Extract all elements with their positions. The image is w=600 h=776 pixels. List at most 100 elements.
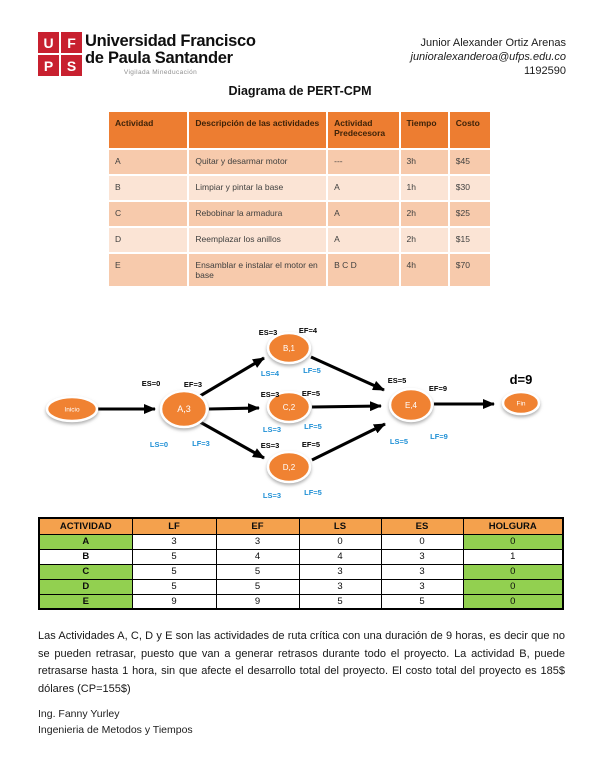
es-ef-label: ES=3 (261, 390, 280, 399)
results-table-cell: 0 (462, 578, 564, 595)
es-ef-label: ES=3 (261, 441, 280, 450)
activities-header-cell: Actividad Predecesora (328, 112, 399, 148)
results-table-cell: 3 (298, 563, 382, 580)
results-table-cell: 3 (380, 563, 464, 580)
student-email: junioralexanderoa@ufps.edu.co (410, 51, 567, 63)
logo-letter: U (38, 32, 59, 53)
node-d (266, 450, 312, 484)
activities-table-cell: $25 (449, 202, 490, 226)
ls-lf-label: LS=3 (263, 491, 281, 500)
es-ef-label: ES=5 (388, 376, 407, 385)
ls-lf-label: LF=5 (303, 366, 321, 375)
edge-arrow (311, 401, 382, 412)
university-name: Universidad Francisco de Paula Santander (85, 33, 256, 67)
results-table-cell: 4 (215, 548, 300, 565)
activities-table-cell: --- (328, 150, 399, 174)
node-label-b: B,1 (283, 344, 296, 353)
activities-table-cell: A (109, 150, 188, 174)
results-header-cell: ES (380, 517, 464, 535)
student-id: 1192590 (523, 65, 566, 77)
activities-table-cell: A (328, 228, 399, 252)
results-table-cell: 3 (215, 533, 300, 550)
node-a (159, 389, 209, 429)
results-table-cell: 0 (298, 533, 382, 550)
node-e (388, 387, 434, 423)
page-footer: Ing. Fanny Yurley Ingenieria de Metodos … (38, 706, 193, 738)
activities-table-cell: Limpiar y pintar la base (189, 176, 327, 200)
student-name: Junior Alexander Ortiz Arenas (420, 37, 566, 49)
results-header-cell: EF (215, 517, 300, 535)
activities-header-cell: Tiempo (400, 112, 448, 148)
es-ef-label: EF=5 (302, 389, 320, 398)
ls-lf-label: LS=5 (390, 437, 408, 446)
activities-table-cell: 4h (400, 254, 448, 286)
activities-table-cell: B (109, 176, 188, 200)
node-c (266, 390, 312, 424)
activities-table-cell: E (109, 254, 188, 286)
results-table-cell: 3 (380, 548, 464, 565)
results-table-cell: A (38, 533, 133, 550)
results-table-cell: 5 (380, 593, 464, 610)
results-table-cell: 3 (380, 578, 464, 595)
node-label-fin: Fin (516, 400, 525, 407)
edge-arrow (310, 355, 385, 392)
results-table-cell: 9 (215, 593, 300, 610)
ls-lf-label: LS=0 (150, 440, 168, 449)
activities-table-cell: 3h (400, 150, 448, 174)
results-table-cell: 5 (215, 563, 300, 580)
results-table-cell: E (38, 593, 133, 610)
ls-lf-label: LS=4 (261, 369, 280, 378)
activities-table-cell: $70 (449, 254, 490, 286)
activities-header-cell: Costo (449, 112, 490, 148)
results-table-cell: 3 (298, 578, 382, 595)
ls-lf-label: LF=5 (304, 422, 322, 431)
results-table-cell: 1 (462, 548, 564, 565)
node-inicio (45, 395, 99, 423)
university-name-line2: de Paula Santander (85, 49, 233, 67)
edge-arrow (311, 422, 386, 462)
footer-course: Ingenieria de Metodos y Tiempos (38, 724, 193, 736)
results-table-cell: 4 (298, 548, 382, 565)
activities-table-cell: C (109, 202, 188, 226)
results-table-cell: D (38, 578, 133, 595)
results-header-cell: HOLGURA (462, 517, 564, 535)
es-ef-label: EF=4 (299, 326, 318, 335)
es-ef-label: EF=3 (184, 380, 202, 389)
results-table-cell: 9 (131, 593, 217, 610)
activities-table-cell: $30 (449, 176, 490, 200)
analysis-paragraph: Las Actividades A, C, D y E son las acti… (38, 630, 565, 695)
logo-letter: P (38, 55, 59, 76)
results-header-cell: LS (298, 517, 382, 535)
results-table-cell: 0 (462, 563, 564, 580)
node-b (266, 331, 312, 365)
results-table-cell: 0 (462, 533, 564, 550)
ls-lf-label: LF=5 (304, 488, 322, 497)
activities-table-cell: Reemplazar los anillos (189, 228, 327, 252)
ls-lf-label: LF=3 (192, 439, 210, 448)
node-label-a: A,3 (177, 404, 191, 414)
node-fin (501, 390, 541, 416)
activities-table-cell: 1h (400, 176, 448, 200)
student-info: Junior Alexander Ortiz Arenas junioralex… (411, 36, 567, 78)
university-tagline: Vigilada Mineducación (123, 69, 198, 76)
university-name-line1: Universidad Francisco (85, 32, 256, 50)
page-title: Diagrama de PERT-CPM (228, 84, 372, 98)
results-table-cell: 3 (131, 533, 217, 550)
es-ef-label: ES=3 (259, 328, 278, 337)
activities-table-cell: D (109, 228, 188, 252)
